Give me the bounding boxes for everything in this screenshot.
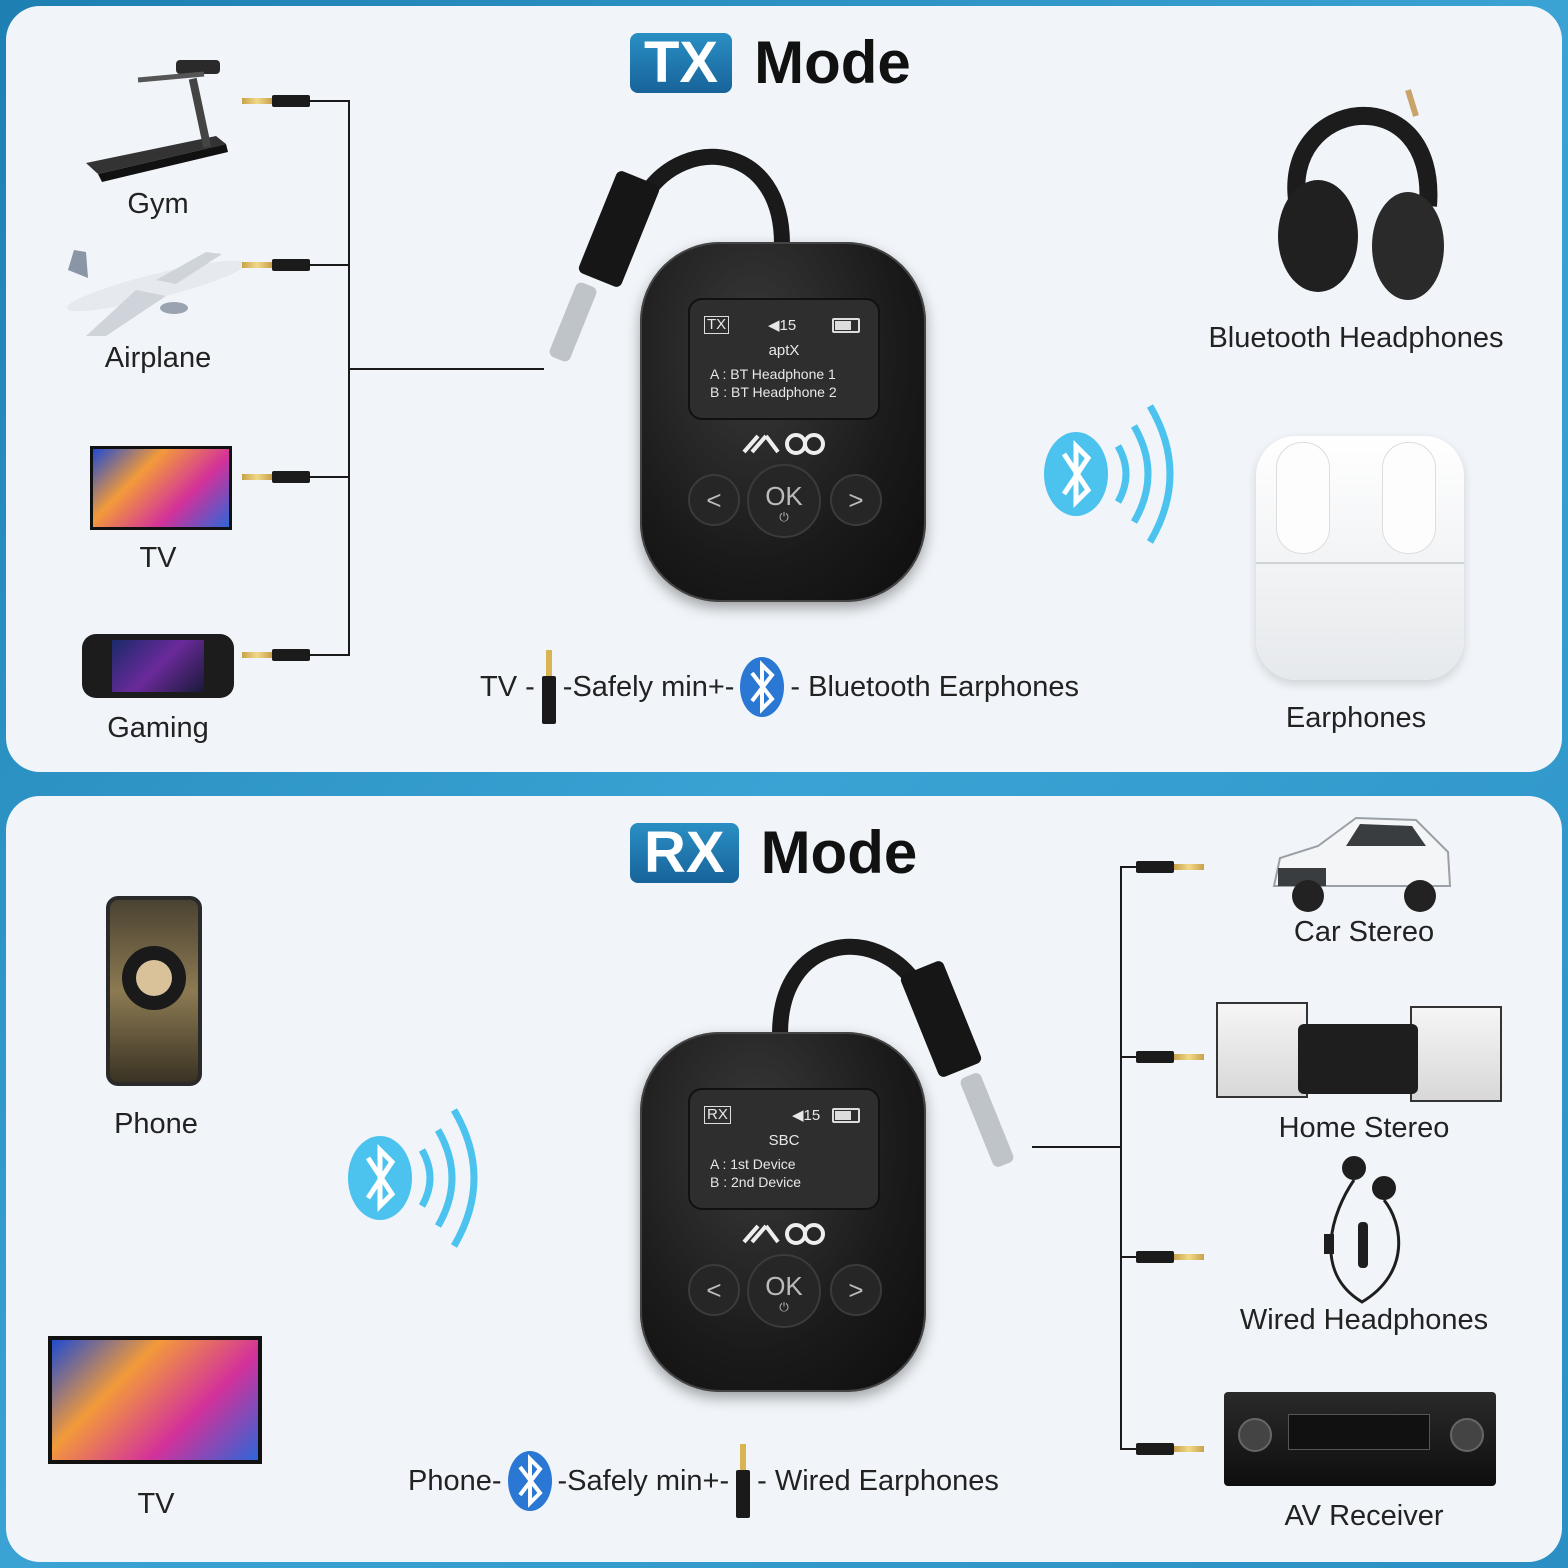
tv-icon [90, 446, 232, 530]
aux-plug-icon [242, 95, 310, 107]
output-label-av-receiver: AV Receiver [1284, 1500, 1444, 1532]
rx-badge: RX [630, 822, 739, 883]
device-screen: TX ◀15 aptX A : BT Headphone 1 B : BT He… [688, 298, 880, 420]
aux-cable-icon [549, 148, 790, 362]
tx-mode-title: TX Mode [630, 28, 911, 97]
wired-earphones-icon [1324, 1156, 1401, 1304]
bluetooth-headphones-icon [1278, 89, 1444, 300]
aux-plug-icon [736, 1444, 751, 1518]
tx-signal-flow: TV - -Safely min+- - Bluetooth Earphones [476, 650, 1083, 724]
power-icon: ⏻ [779, 509, 789, 524]
treadmill-icon [86, 60, 228, 182]
aux-plug-icon [1136, 1051, 1204, 1063]
aux-plug-icon [1136, 1443, 1204, 1455]
previous-button[interactable]: < [688, 1264, 740, 1316]
rx-signal-flow: Phone- -Safely min+- - Wired Earphones [404, 1444, 1003, 1518]
tx-mode-word: Mode [754, 29, 911, 96]
output-label-earphones: Earphones [1285, 702, 1427, 734]
source-label-tv: TV [139, 542, 177, 574]
brand-logo [742, 433, 825, 455]
connector-line [1032, 1146, 1122, 1148]
source-label-airplane: Airplane [104, 342, 212, 374]
connector-line [310, 264, 350, 266]
next-button[interactable]: > [830, 474, 882, 526]
aux-plug-icon [242, 259, 310, 271]
flow-end: - Wired Earphones [757, 1464, 999, 1497]
bluetooth-signal-icon [348, 1108, 478, 1248]
rx-mode-panel: RX Mode Phone TV RX ◀15 [6, 796, 1562, 1562]
connector-line [348, 368, 544, 370]
ok-power-button[interactable]: OK⏻ [747, 1254, 821, 1328]
connector-line [310, 100, 350, 102]
ok-label: OK [765, 1270, 803, 1301]
gaming-handheld-icon [82, 634, 234, 698]
aux-plug-icon [242, 471, 310, 483]
bluetooth-receiver-device: RX ◀15 SBC A : 1st Device B : 2nd Device… [640, 1032, 926, 1392]
connector-line [1120, 1056, 1140, 1058]
connector-line [310, 654, 350, 656]
battery-icon [832, 1108, 860, 1123]
volume-icon: ◀15 [768, 317, 797, 334]
connector-line [1120, 1448, 1140, 1450]
screen-line-b: B : BT Headphone 2 [710, 384, 837, 400]
tx-mode-panel: TX Mode Gym Airplane TV Gaming [6, 6, 1562, 772]
car-icon [1272, 816, 1452, 912]
battery-icon [832, 318, 860, 333]
screen-volume: 15 [803, 1107, 821, 1124]
phone-icon [106, 896, 202, 1086]
source-label-gym: Gym [127, 188, 189, 220]
bluetooth-signal-icon [1044, 404, 1174, 544]
flow-middle: -Safely min+- [562, 670, 735, 703]
volume-icon: ◀15 [792, 1107, 821, 1124]
connector-line [1120, 866, 1122, 1450]
aux-cable-icon [772, 938, 1014, 1167]
bluetooth-transmitter-device: TX ◀15 aptX A : BT Headphone 1 B : BT He… [640, 242, 926, 602]
output-label-wired-headphones: Wired Headphones [1239, 1304, 1489, 1336]
output-label-car-stereo: Car Stereo [1293, 916, 1435, 948]
screen-line-a: A : 1st Device [710, 1156, 796, 1172]
output-label-bluetooth-headphones: Bluetooth Headphones [1208, 322, 1504, 354]
screen-line-b: B : 2nd Device [710, 1174, 802, 1190]
connector-line [348, 100, 350, 656]
previous-button[interactable]: < [688, 474, 740, 526]
flow-end: - Bluetooth Earphones [790, 670, 1080, 703]
screen-mode: TX [704, 316, 730, 334]
rx-mode-title: RX Mode [630, 818, 917, 887]
bluetooth-icon [740, 657, 785, 717]
source-label-gaming: Gaming [107, 712, 209, 744]
av-receiver-icon [1224, 1392, 1496, 1486]
screen-line-a: A : BT Headphone 1 [710, 366, 836, 382]
power-icon: ⏻ [779, 1299, 789, 1314]
ok-label: OK [765, 480, 803, 511]
screen-codec: SBC [768, 1132, 800, 1149]
earbuds-case-icon [1256, 436, 1464, 680]
airplane-icon [66, 250, 246, 336]
brand-logo [742, 1223, 825, 1245]
aux-plug-icon [541, 650, 556, 724]
tx-badge: TX [630, 32, 733, 93]
flow-middle: -Safely min+- [557, 1464, 730, 1497]
flow-start: Phone- [408, 1464, 502, 1497]
bluetooth-icon [507, 1451, 552, 1511]
ok-power-button[interactable]: OK⏻ [747, 464, 821, 538]
aux-plug-icon [1136, 861, 1204, 873]
screen-volume: 15 [779, 317, 797, 334]
device-screen: RX ◀15 SBC A : 1st Device B : 2nd Device [688, 1088, 880, 1210]
screen-codec: aptX [768, 342, 800, 359]
tv-icon [48, 1336, 262, 1464]
connector-line [310, 476, 350, 478]
screen-mode: RX [704, 1106, 731, 1124]
connector-line [1120, 866, 1140, 868]
home-stereo-icon [1216, 1002, 1502, 1102]
rx-mode-word: Mode [760, 819, 918, 886]
aux-plug-icon [1136, 1251, 1204, 1263]
aux-plug-icon [242, 649, 310, 661]
connector-line [1120, 1256, 1140, 1258]
output-label-home-stereo: Home Stereo [1278, 1112, 1450, 1144]
source-label-tv: TV [137, 1488, 175, 1520]
next-button[interactable]: > [830, 1264, 882, 1316]
source-label-phone: Phone [114, 1108, 198, 1140]
flow-start: TV - [480, 670, 535, 703]
